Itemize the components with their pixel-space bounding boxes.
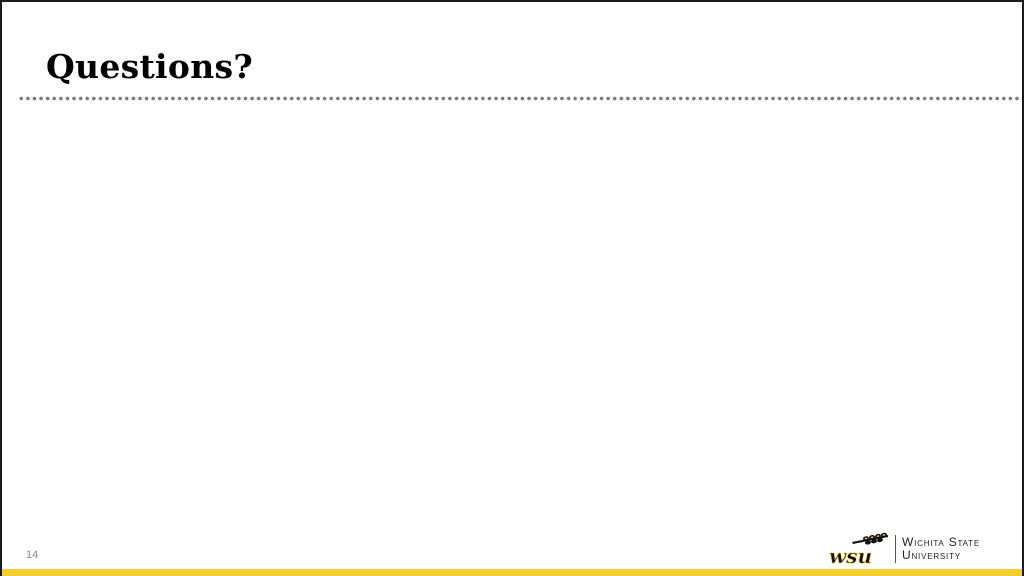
logo-divider (895, 535, 896, 563)
logo-mark-text: wsu (829, 544, 872, 566)
page-number: 14 (26, 549, 39, 561)
logo-line-2: University (902, 548, 961, 562)
logo-wordmark: Wichita State University (902, 536, 980, 562)
slide-title: Questions? (46, 47, 254, 86)
dotted-divider (18, 96, 1022, 101)
wheat-shocker-icon: wsu (829, 532, 888, 566)
university-logo: wsu Wichita State University (828, 532, 1008, 566)
footer-accent-bar (2, 569, 1022, 576)
logo-line-1: Wichita State (902, 535, 980, 549)
